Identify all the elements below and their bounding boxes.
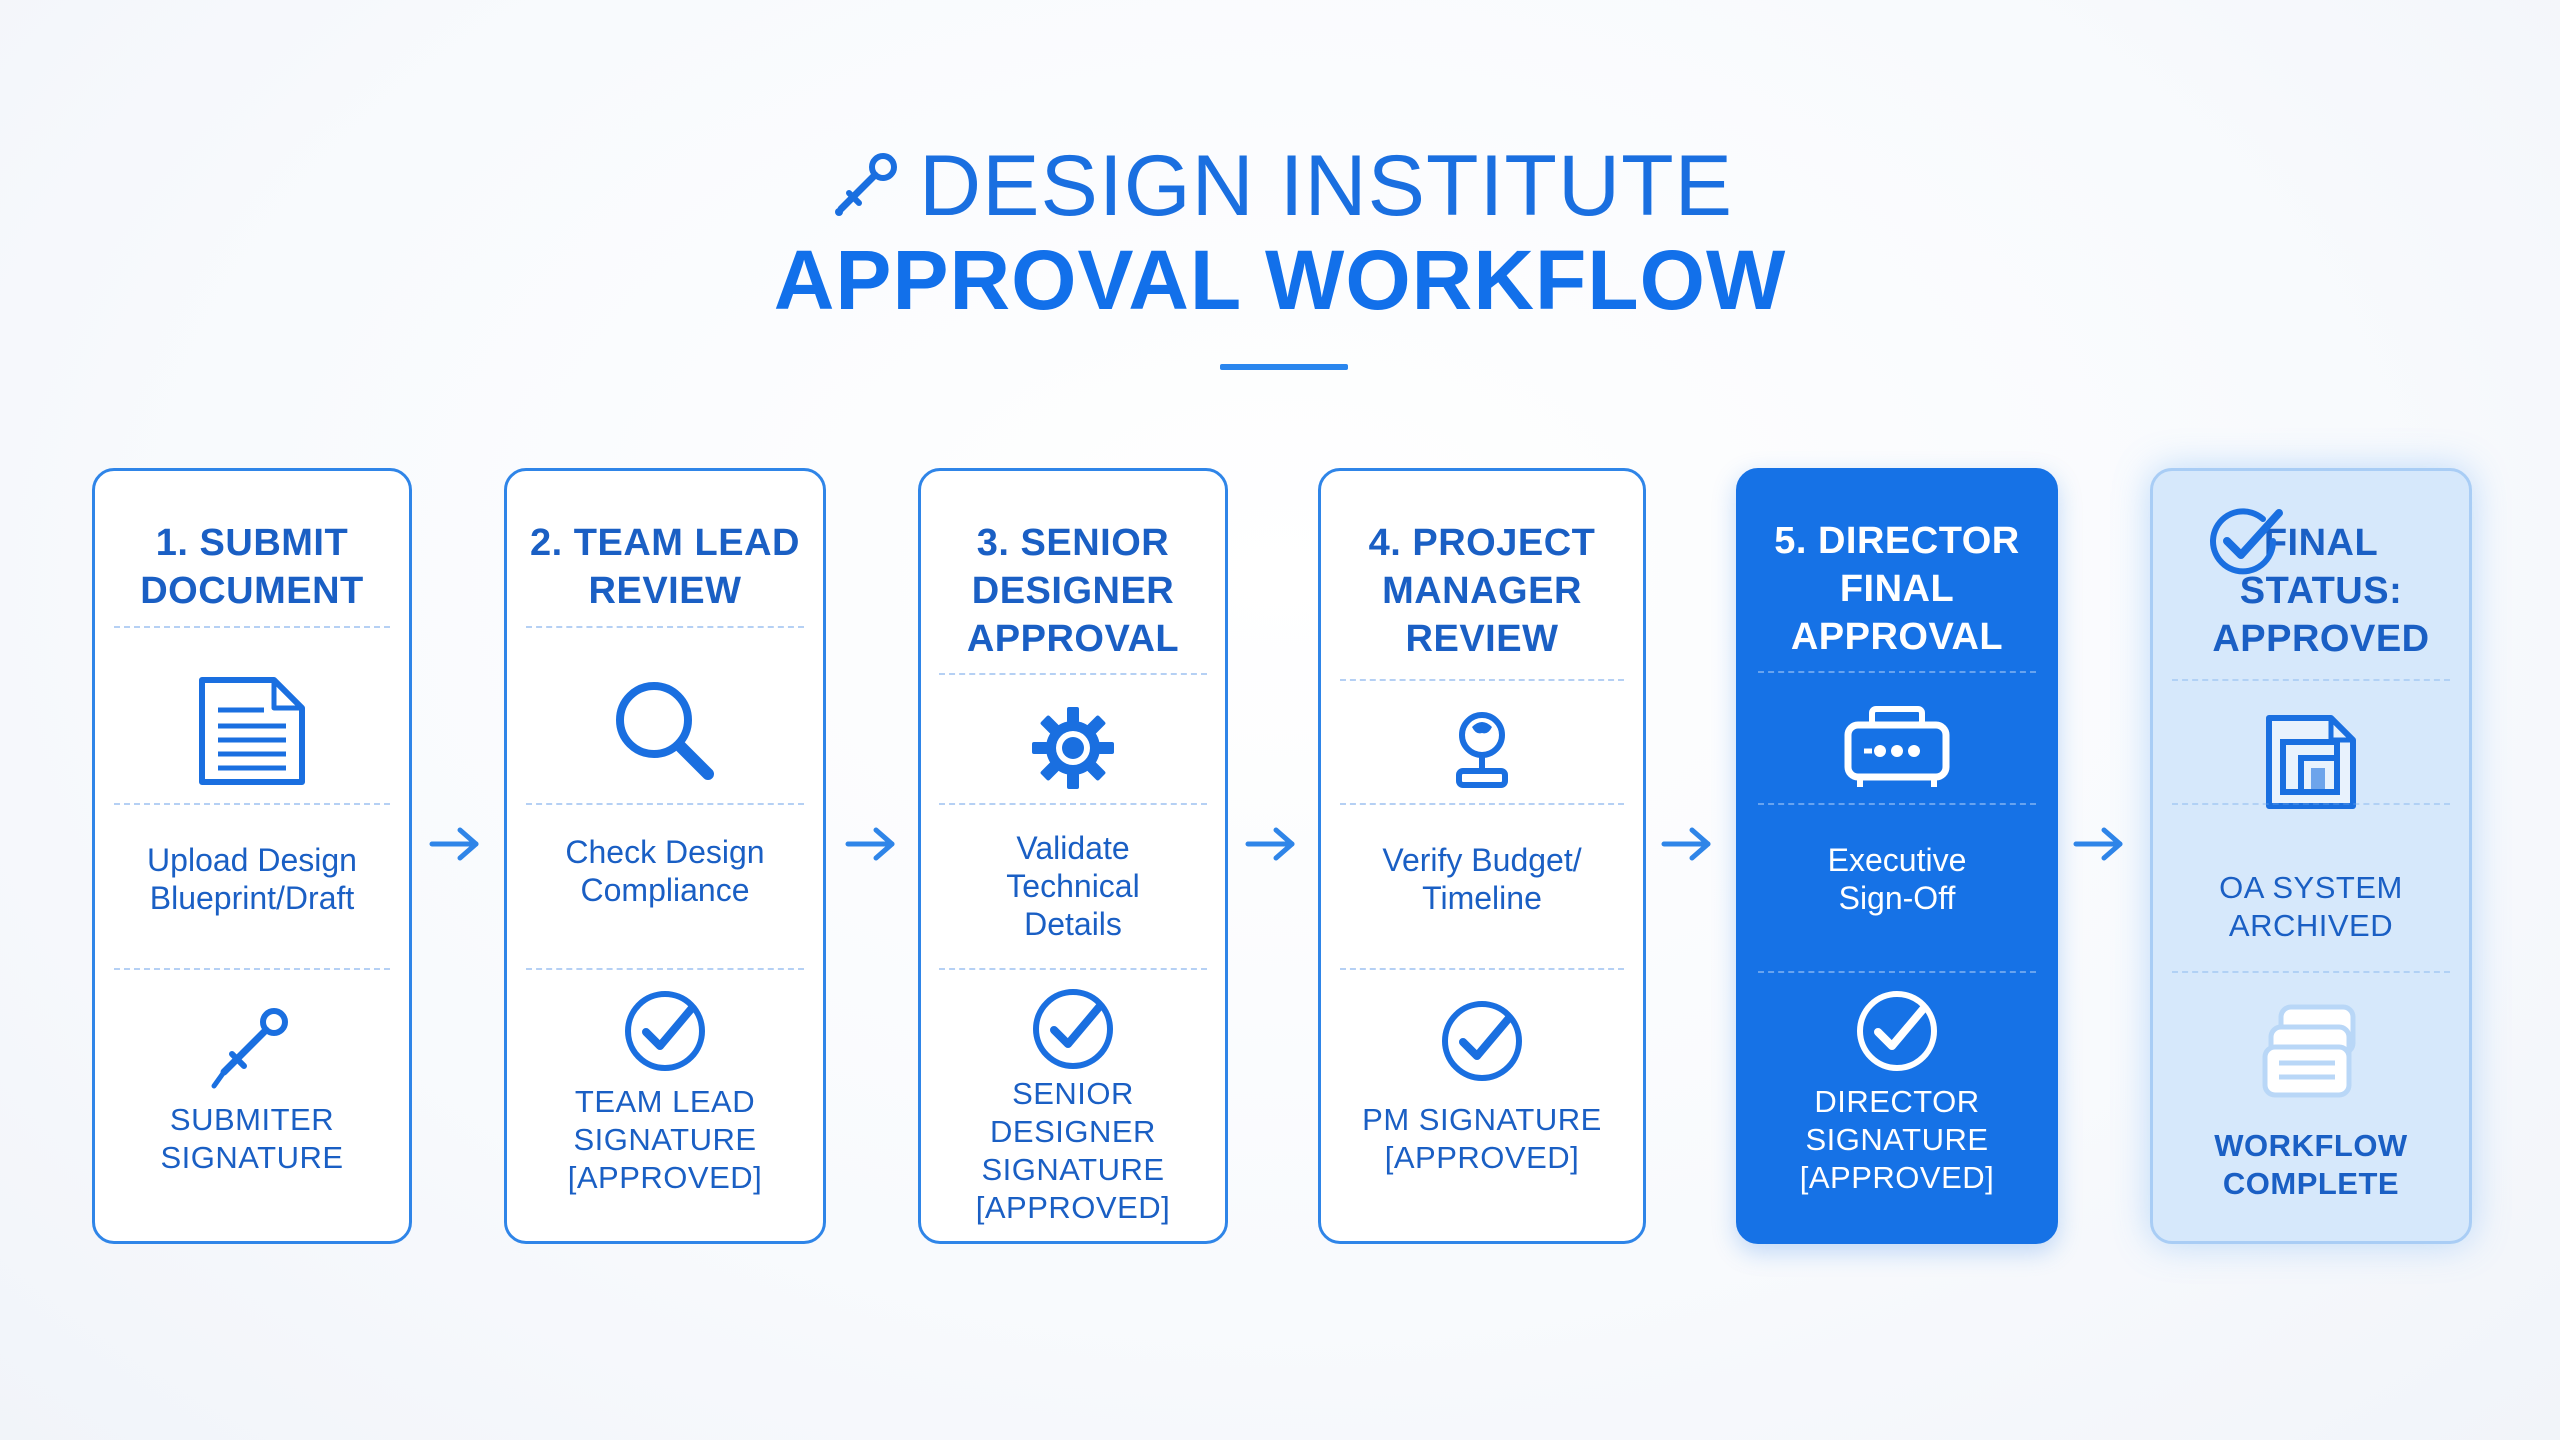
divider	[2171, 971, 2451, 973]
step-title: 5. DIRECTOR FINAL APPROVAL	[1774, 520, 2020, 658]
divider	[939, 968, 1207, 970]
step-signature: TEAM LEAD SIGNATURE [APPROVED]	[567, 1084, 763, 1195]
divider	[113, 626, 391, 628]
step-signature: SUBMITER SIGNATURE	[160, 1102, 344, 1175]
step-description: OA SYSTEM ARCHIVED	[2219, 870, 2403, 943]
document-icon	[95, 671, 409, 791]
step-title: 2. TEAM LEAD REVIEW	[530, 522, 800, 612]
step-title: 3. SENIOR DESIGNER APPROVAL	[966, 522, 1180, 660]
step-description: Validate Technical Details	[1006, 830, 1140, 942]
step-title: 1. SUBMIT DOCUMENT	[140, 522, 364, 612]
divider	[525, 803, 805, 805]
divider	[1340, 679, 1624, 681]
title-underline	[1220, 364, 1348, 370]
step-title: FINAL STATUS: APPROVED	[2212, 522, 2430, 660]
page-title: DESIGN INSTITUTE	[919, 138, 1733, 234]
step-signature: WORKFLOW COMPLETE	[2214, 1128, 2408, 1201]
step-description: Verify Budget/ Timeline	[1382, 842, 1582, 916]
step-title: 4. PROJECT MANAGER REVIEW	[1368, 522, 1596, 660]
divider	[113, 968, 391, 970]
step-card-senior-designer: 3. SENIOR DESIGNER APPROVAL	[918, 468, 1228, 1244]
check-circle-icon	[1739, 981, 2055, 1081]
step-signature: DIRECTOR SIGNATURE [APPROVED]	[1799, 1084, 1995, 1195]
stacked-papers-icon	[2153, 1001, 2469, 1101]
divider	[2171, 803, 2451, 805]
divider	[525, 626, 805, 628]
divider	[1340, 968, 1624, 970]
check-circle-icon	[921, 979, 1225, 1079]
check-circle-icon	[507, 981, 823, 1081]
manager-icon	[1321, 693, 1643, 803]
pen-nib-icon	[827, 147, 905, 225]
stamp-device-icon	[1739, 693, 2055, 803]
divider	[113, 803, 391, 805]
step-signature: PM SIGNATURE [APPROVED]	[1362, 1102, 1602, 1175]
divider	[1757, 971, 2037, 973]
arrow-right-icon	[845, 827, 895, 861]
arrow-right-icon	[1661, 827, 1711, 861]
divider	[939, 803, 1207, 805]
step-card-team-lead: 2. TEAM LEAD REVIEW Check Design Complia…	[504, 468, 826, 1244]
step-description: Upload Design Blueprint/Draft	[147, 842, 357, 916]
step-card-project-manager: 4. PROJECT MANAGER REVIEW Verify Budget/…	[1318, 468, 1646, 1244]
archive-document-icon	[2153, 707, 2469, 817]
magnifier-icon	[507, 671, 823, 791]
divider	[1757, 803, 2037, 805]
arrow-right-icon	[2073, 827, 2123, 861]
title-line-1: DESIGN INSTITUTE	[827, 140, 1733, 232]
divider	[939, 673, 1207, 675]
step-signature: SENIOR DESIGNER SIGNATURE [APPROVED]	[975, 1076, 1171, 1225]
divider	[1340, 803, 1624, 805]
step-description: Check Design Compliance	[565, 834, 765, 908]
step-card-submit: 1. SUBMIT DOCUMENT Upload Design Bluepri…	[92, 468, 412, 1244]
arrow-right-icon	[429, 827, 479, 861]
gear-icon	[921, 693, 1225, 803]
arrow-right-icon	[1245, 827, 1295, 861]
divider	[1757, 671, 2037, 673]
step-description: Executive Sign-Off	[1827, 842, 1967, 916]
step-card-director: 5. DIRECTOR FINAL APPROVAL Executive Sig…	[1736, 468, 2058, 1244]
page-subtitle: APPROVAL WORKFLOW	[773, 233, 1787, 327]
check-circle-icon	[2209, 505, 2285, 580]
check-circle-icon	[1321, 991, 1643, 1091]
step-card-final-status: FINAL STATUS: APPROVED OA SYSTEM ARCHIVE…	[2150, 468, 2472, 1244]
page-header: DESIGN INSTITUTE APPROVAL WORKFLOW	[0, 140, 2560, 328]
pen-icon	[95, 991, 409, 1101]
divider	[2171, 679, 2451, 681]
divider	[525, 968, 805, 970]
